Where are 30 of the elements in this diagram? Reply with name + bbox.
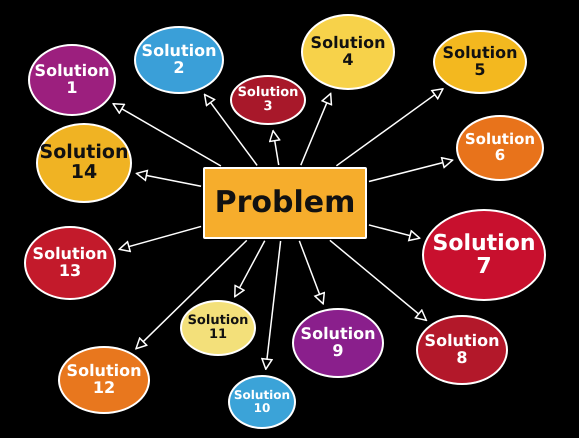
arrow xyxy=(135,240,248,350)
solution-label: Solution 14 xyxy=(40,143,128,183)
arrow xyxy=(368,157,454,182)
solution-label: Solution 7 xyxy=(432,232,536,278)
arrow xyxy=(269,130,280,166)
problem-box xyxy=(203,167,367,239)
arrow xyxy=(112,103,222,167)
problem-label: Problem xyxy=(214,187,356,219)
solution-label: Solution 6 xyxy=(464,132,536,164)
arrow xyxy=(136,170,202,188)
arrow xyxy=(261,240,282,370)
solution-label: Solution 5 xyxy=(442,45,518,79)
arrow xyxy=(368,224,420,242)
arrow xyxy=(298,240,326,304)
solution-label: Solution 11 xyxy=(188,314,248,342)
solution-label: Solution 12 xyxy=(66,363,142,397)
arrow xyxy=(204,94,258,166)
solution-label: Solution 3 xyxy=(238,86,298,114)
solution-label: Solution 4 xyxy=(310,35,386,69)
arrow xyxy=(234,240,266,298)
arrow xyxy=(336,88,444,166)
solution-label: Solution 13 xyxy=(32,246,108,280)
solution-label: Solution 2 xyxy=(142,43,216,77)
arrow xyxy=(329,240,428,322)
solution-label: Solution 1 xyxy=(34,63,110,97)
solution-label: Solution 9 xyxy=(300,326,376,360)
arrow xyxy=(118,226,202,252)
arrow xyxy=(300,92,332,166)
solution-label: Solution 8 xyxy=(424,333,500,367)
solution-label: Solution 10 xyxy=(234,389,290,415)
